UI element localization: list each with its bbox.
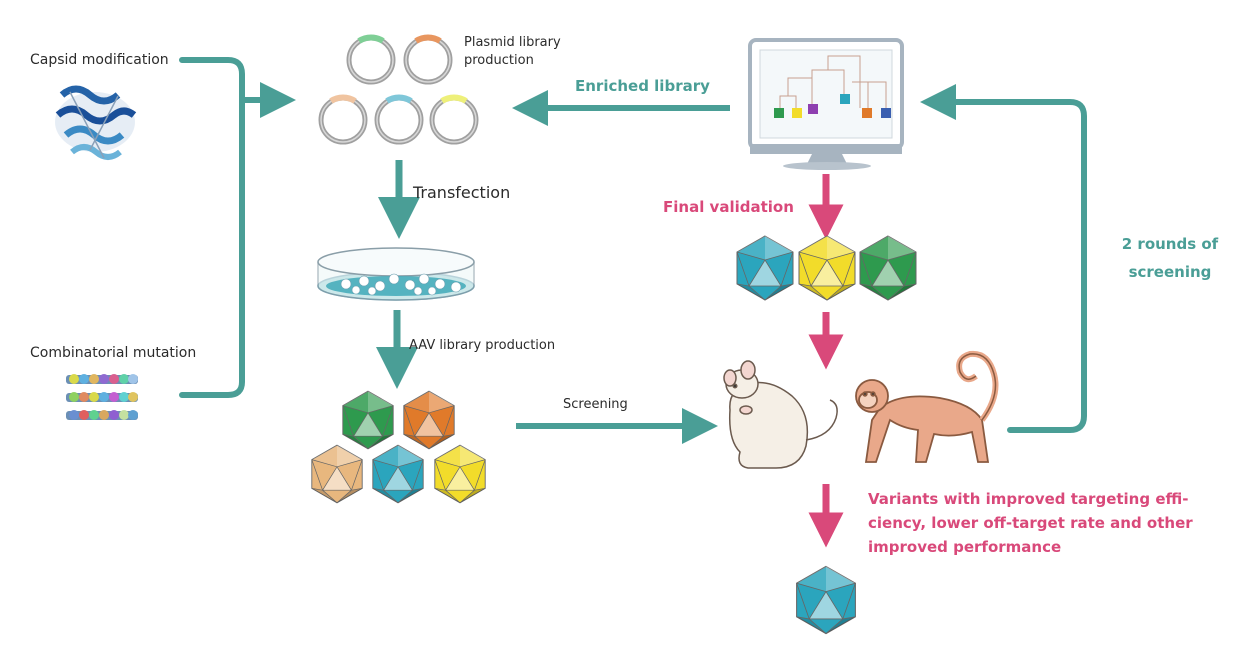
transfection-label: Transfection: [413, 183, 511, 202]
plasmid-ring-icon: [349, 34, 393, 82]
mutation-beads-icon: [66, 374, 138, 420]
aav-capsid-icon: [736, 235, 794, 301]
aav-capsid-icon: [372, 444, 424, 504]
petri-dish-icon: [317, 247, 475, 301]
capsid-modification-label: Capsid modification: [30, 52, 169, 68]
plasmid-library: [321, 34, 476, 142]
enriched-library-label: Enriched library: [575, 77, 710, 95]
monkey-icon: [855, 350, 999, 463]
protein-structure-icon: [55, 85, 137, 160]
aav-library-label: AAV library production: [409, 338, 556, 353]
mouse-icon: [723, 360, 838, 469]
computer-monitor-icon: [748, 38, 904, 170]
aav-capsid-icon: [311, 444, 363, 504]
final-validation-label: Final validation: [663, 198, 794, 216]
aav-capsid-icon: [798, 235, 856, 301]
screening-loop: [920, 84, 1087, 433]
rounds-of-screening-label: 2 rounds of screening: [1121, 235, 1219, 281]
plasmid-ring-icon: [406, 34, 450, 82]
plasmid-ring-icon: [377, 94, 421, 142]
plasmid-library-label: Plasmid library production: [464, 35, 561, 68]
input-bracket: [179, 57, 296, 398]
validated-capsids: [736, 235, 917, 301]
plasmid-ring-icon: [321, 94, 365, 142]
aav-capsid-icon: [796, 565, 856, 635]
screening-label: Screening: [563, 397, 628, 412]
aav-capsid-icon: [403, 390, 455, 450]
aav-capsid-icon: [859, 235, 917, 301]
aav-capsid-icon: [434, 444, 486, 504]
plasmid-ring-icon: [432, 94, 476, 142]
aav-capsid-library: [311, 390, 486, 504]
combinatorial-mutation-label: Combinatorial mutation: [30, 345, 197, 361]
variants-outcome-label: Variants with improved targeting effi-ci…: [868, 490, 1193, 556]
aav-capsid-icon: [342, 390, 394, 450]
